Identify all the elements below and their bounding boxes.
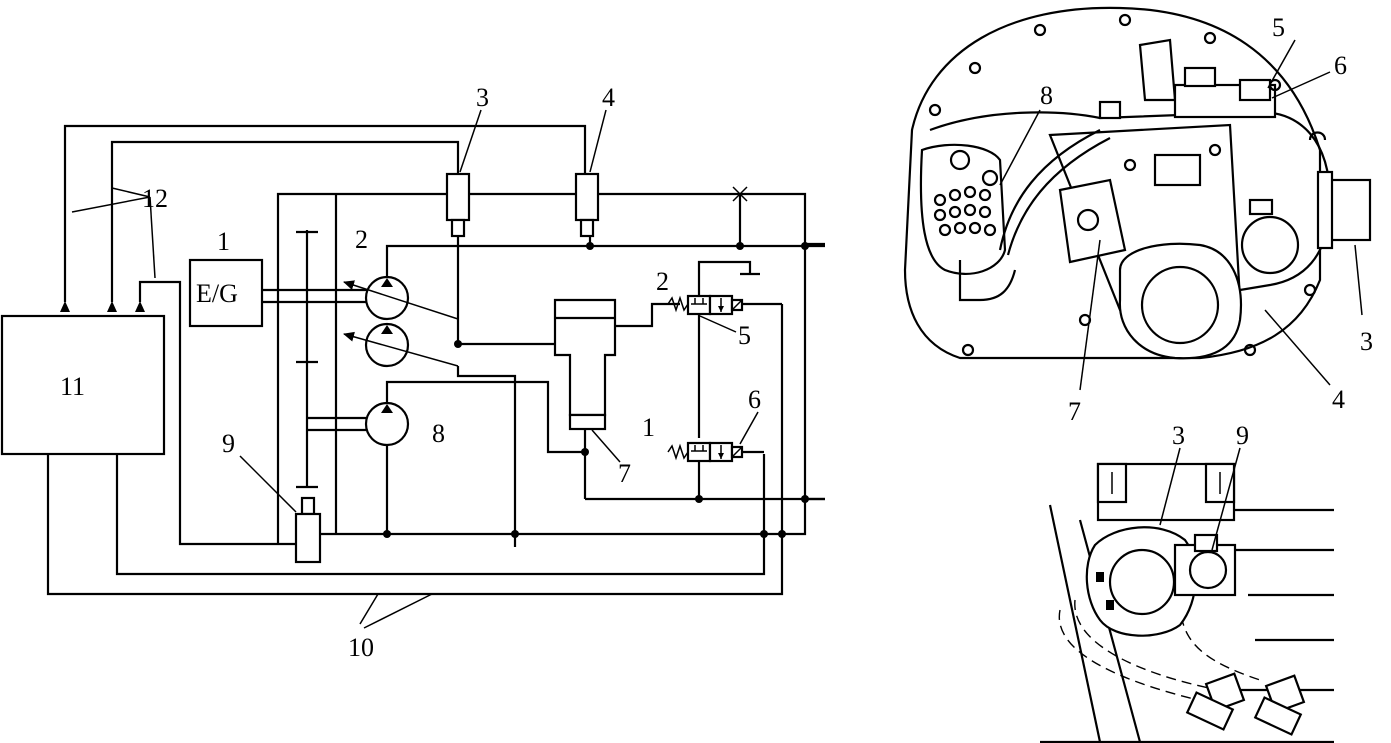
perimeter-bolts xyxy=(928,13,1317,357)
label-2b: 2 xyxy=(656,267,669,296)
output-lines-10: 10 xyxy=(46,304,784,662)
label-4: 4 xyxy=(602,83,615,112)
label-5: 5 xyxy=(738,321,751,350)
cylinder-7 xyxy=(553,298,825,501)
label-10: 10 xyxy=(348,633,374,662)
signal-lines-12: 12 xyxy=(60,124,587,546)
sensor-3 xyxy=(445,172,471,238)
label-eg: E/G xyxy=(196,279,238,308)
sensor-9 xyxy=(239,455,322,564)
label-3: 3 xyxy=(476,83,489,112)
top-label-6: 6 xyxy=(1334,51,1347,80)
variable-pump-lower xyxy=(343,322,459,368)
top-label-7: 7 xyxy=(1068,397,1081,426)
engine-generator-box xyxy=(188,258,264,328)
top-label-5: 5 xyxy=(1272,13,1285,42)
label-2: 2 xyxy=(355,225,368,254)
junction-dots xyxy=(383,242,809,538)
sensor-4 xyxy=(574,172,600,238)
top-label-4: 4 xyxy=(1332,385,1345,414)
solenoid-valve-6 xyxy=(667,411,764,499)
hydraulic-schematic: 11 E/G 1 12 10 xyxy=(0,83,825,662)
controller-box-11 xyxy=(0,314,166,456)
gear-shaft xyxy=(262,230,370,489)
label-1: 1 xyxy=(217,227,230,256)
sensor-mount-drawing: 3 9 xyxy=(1040,421,1334,743)
variable-pump-upper xyxy=(343,275,459,321)
bottom-label-9: 9 xyxy=(1236,421,1249,450)
label-11: 11 xyxy=(60,372,85,401)
label-6: 6 xyxy=(748,385,761,414)
valve-block-holes xyxy=(933,149,999,237)
label-1b: 1 xyxy=(642,413,655,442)
fixed-pump-8 xyxy=(364,380,585,534)
label-9: 9 xyxy=(222,429,235,458)
label-12: 12 xyxy=(142,184,168,213)
top-label-8: 8 xyxy=(1040,81,1053,110)
label-8: 8 xyxy=(432,419,445,448)
bottom-label-3: 3 xyxy=(1172,421,1185,450)
solenoid-valve-5 xyxy=(667,260,782,438)
top-label-3: 3 xyxy=(1360,327,1373,356)
transmission-drawing: 5 6 8 3 4 7 xyxy=(903,6,1373,426)
label-7: 7 xyxy=(618,459,631,488)
